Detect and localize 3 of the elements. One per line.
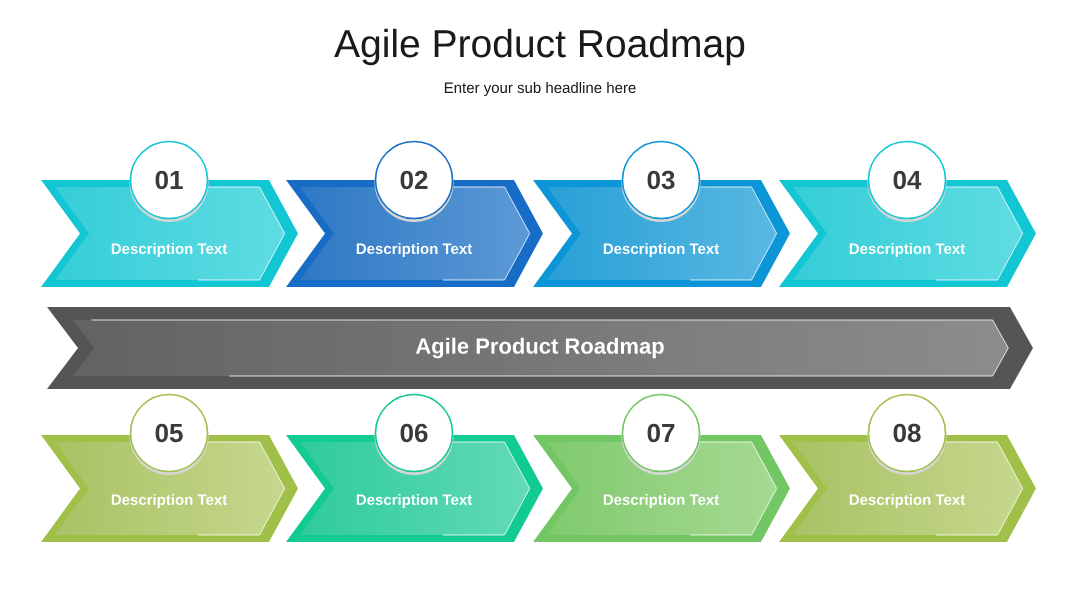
title: Agile Product Roadmap	[334, 28, 745, 66]
roadmap-banner: Agile Product Roadmap	[47, 307, 1033, 389]
subtitle: Enter your sub headline here	[444, 82, 636, 96]
